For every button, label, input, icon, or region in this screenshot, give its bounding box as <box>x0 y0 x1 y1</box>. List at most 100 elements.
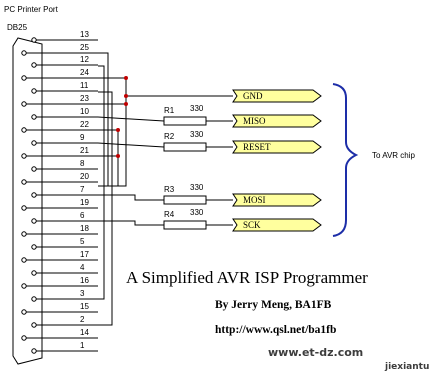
wire-loop-11 <box>98 91 113 326</box>
pin-label-6: 6 <box>80 211 85 220</box>
pin-label-1: 1 <box>80 341 85 350</box>
pin-label-23: 23 <box>80 94 89 103</box>
pin-label-11: 11 <box>80 81 89 90</box>
resistor-r2-value: 330 <box>190 130 204 139</box>
pin-17: 17 <box>21 250 98 263</box>
wire-sck-a <box>98 220 164 226</box>
pin-label-4: 4 <box>80 263 85 272</box>
pin-label-18: 18 <box>80 224 89 233</box>
wire-junction <box>124 102 128 106</box>
pin-11: 11 <box>31 81 98 94</box>
wire-layer <box>97 52 233 326</box>
resistor-r2-name: R2 <box>164 132 175 141</box>
port-label: PC Printer Port <box>4 5 59 14</box>
resistor-r4-value: 330 <box>190 208 204 217</box>
wire-junction <box>116 128 120 132</box>
pin-18: 18 <box>21 224 98 237</box>
pin-4: 4 <box>31 263 98 276</box>
pin-label-15: 15 <box>80 302 89 311</box>
pin-label-25: 25 <box>80 43 89 52</box>
connector-label: DB25 <box>7 23 28 32</box>
pin-label-14: 14 <box>80 328 89 337</box>
pin-1: 1 <box>31 341 98 354</box>
pin-13: 13 <box>31 30 98 43</box>
pin-label-12: 12 <box>80 55 89 64</box>
signal-reset-label: RESET <box>243 142 271 152</box>
pin-label-16: 16 <box>80 276 89 285</box>
pin-label-20: 20 <box>80 172 89 181</box>
signal-gnd: GND <box>232 89 322 103</box>
url-line: http://www.qsl.net/ba1fb <box>215 324 336 336</box>
pin-23: 23 <box>21 94 98 107</box>
pin-22: 22 <box>21 120 98 133</box>
pin-5: 5 <box>31 237 98 250</box>
pin-6: 6 <box>31 211 98 224</box>
pin-label-5: 5 <box>80 237 85 246</box>
resistor-r1-name: R1 <box>164 106 175 115</box>
wire-mosi-a <box>98 194 164 201</box>
pin-2: 2 <box>31 315 98 328</box>
signal-mosi-label: MOSI <box>243 195 266 205</box>
pin-21: 21 <box>21 146 98 159</box>
wire-gnd <box>98 77 233 97</box>
resistor-r3-value: 330 <box>190 183 204 192</box>
pin-7: 7 <box>31 185 98 198</box>
author-line: By Jerry Meng, BA1FB <box>215 299 332 311</box>
watermark: www.et-dz.com jiexiantu <box>268 346 429 372</box>
pin-label-9: 9 <box>80 133 85 142</box>
resistor-r4-name: R4 <box>164 210 175 219</box>
pin-label-24: 24 <box>80 68 89 77</box>
wire-miso-a <box>97 116 165 122</box>
resistor-r4: R4 330 <box>163 208 207 230</box>
diagram-title: A Simplified AVR ISP Programmer <box>126 268 368 287</box>
pin-label-10: 10 <box>80 107 89 116</box>
pin-12: 12 <box>31 55 98 68</box>
wire-gnd-20 <box>98 104 127 187</box>
signal-mosi: MOSI <box>232 193 322 207</box>
signal-sck-label: SCK <box>243 220 261 230</box>
wire-loop-12 <box>98 65 105 300</box>
pin-label-8: 8 <box>80 159 85 168</box>
avr-bracket <box>332 83 359 237</box>
pin-label-19: 19 <box>80 198 89 207</box>
resistor-r3: R3 330 <box>163 183 207 205</box>
pin-19: 19 <box>21 198 98 211</box>
db25-connector-shell <box>12 37 43 365</box>
pin-9: 9 <box>31 133 98 146</box>
watermark-sub: jiexiantu <box>384 362 429 372</box>
pin-label-3: 3 <box>80 289 85 298</box>
signal-miso: MISO <box>232 114 322 128</box>
pin-3: 3 <box>31 289 98 302</box>
pin-8: 8 <box>31 159 98 172</box>
pin-label-22: 22 <box>80 120 89 129</box>
wire-junction <box>124 76 128 80</box>
pin-label-17: 17 <box>80 250 89 259</box>
pin-label-13: 13 <box>80 30 89 39</box>
wire-reset-a <box>97 142 165 148</box>
resistor-r1: R1 330 <box>163 104 207 126</box>
signal-miso-label: MISO <box>243 116 266 126</box>
pin-10: 10 <box>31 107 98 120</box>
pin-16: 16 <box>21 276 98 289</box>
pin-layer: 1312111098765432125242322212019181716151… <box>21 30 98 354</box>
pin-20: 20 <box>21 172 98 185</box>
resistor-r1-value: 330 <box>190 104 204 113</box>
pin-label-21: 21 <box>80 146 89 155</box>
wire-junction <box>116 154 120 158</box>
signal-sck: SCK <box>232 218 322 232</box>
resistor-r3-name: R3 <box>164 185 175 194</box>
target-label: To AVR chip <box>372 151 416 160</box>
pin-label-2: 2 <box>80 315 85 324</box>
resistor-r2: R2 330 <box>163 130 207 152</box>
pin-24: 24 <box>21 68 98 81</box>
pin-14: 14 <box>21 328 98 341</box>
pin-15: 15 <box>21 302 98 315</box>
pin-25: 25 <box>21 43 98 56</box>
signal-gnd-label: GND <box>243 91 263 101</box>
watermark-main: www.et-dz.com <box>268 346 363 359</box>
signal-reset: RESET <box>232 140 322 154</box>
wire-gnd-left <box>98 52 109 187</box>
wire-junction <box>124 94 128 98</box>
pin-label-7: 7 <box>80 185 85 194</box>
